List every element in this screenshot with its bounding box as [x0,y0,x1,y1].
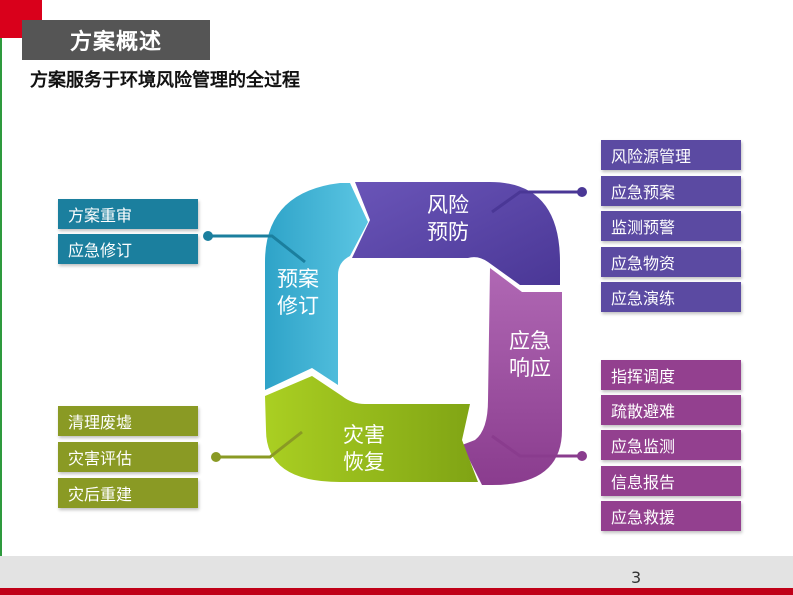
revision-label-line2: 修订 [277,294,319,318]
page-subtitle: 方案服务于环境风险管理的全过程 [30,70,300,91]
recovery-item: 灾后重建 [58,478,198,508]
recovery-label-line1: 灾害 [343,423,385,447]
revision-item: 应急修订 [58,234,198,264]
prevention-label-line1: 风险 [427,193,469,217]
response-label-line1: 应急 [509,329,551,353]
footer-band [0,556,793,588]
recovery-label-line2: 恢复 [343,450,385,474]
response-item: 指挥调度 [601,360,741,390]
connector-prevention [491,187,587,214]
connector-response [491,434,587,461]
prevention-label-line2: 预防 [427,220,469,244]
revision-item: 方案重审 [58,199,198,229]
prevention-item: 监测预警 [601,211,741,241]
prevention-item: 应急物资 [601,247,741,277]
response-item: 信息报告 [601,466,741,496]
cycle-segment-response [462,268,562,485]
prevention-item: 风险源管理 [601,140,741,170]
section-title: 方案概述 [22,20,210,60]
cycle-segment-revision [265,183,368,390]
connector-recovery [211,430,303,462]
footer-accent-bar [0,588,793,595]
cycle-segment-prevention [352,182,560,285]
response-item: 应急救援 [601,501,741,531]
left-accent-line [0,38,2,558]
connector-revision [203,231,306,264]
recovery-item: 清理废墟 [58,406,198,436]
cycle-segment-recovery [265,376,478,482]
response-label-line2: 响应 [509,356,551,380]
page-number: 3 [631,568,642,587]
recovery-item: 灾害评估 [58,442,198,472]
prevention-item: 应急演练 [601,282,741,312]
response-item: 疏散避难 [601,395,741,425]
prevention-item: 应急预案 [601,176,741,206]
response-item: 应急监测 [601,430,741,460]
revision-label-line1: 预案 [277,267,319,291]
